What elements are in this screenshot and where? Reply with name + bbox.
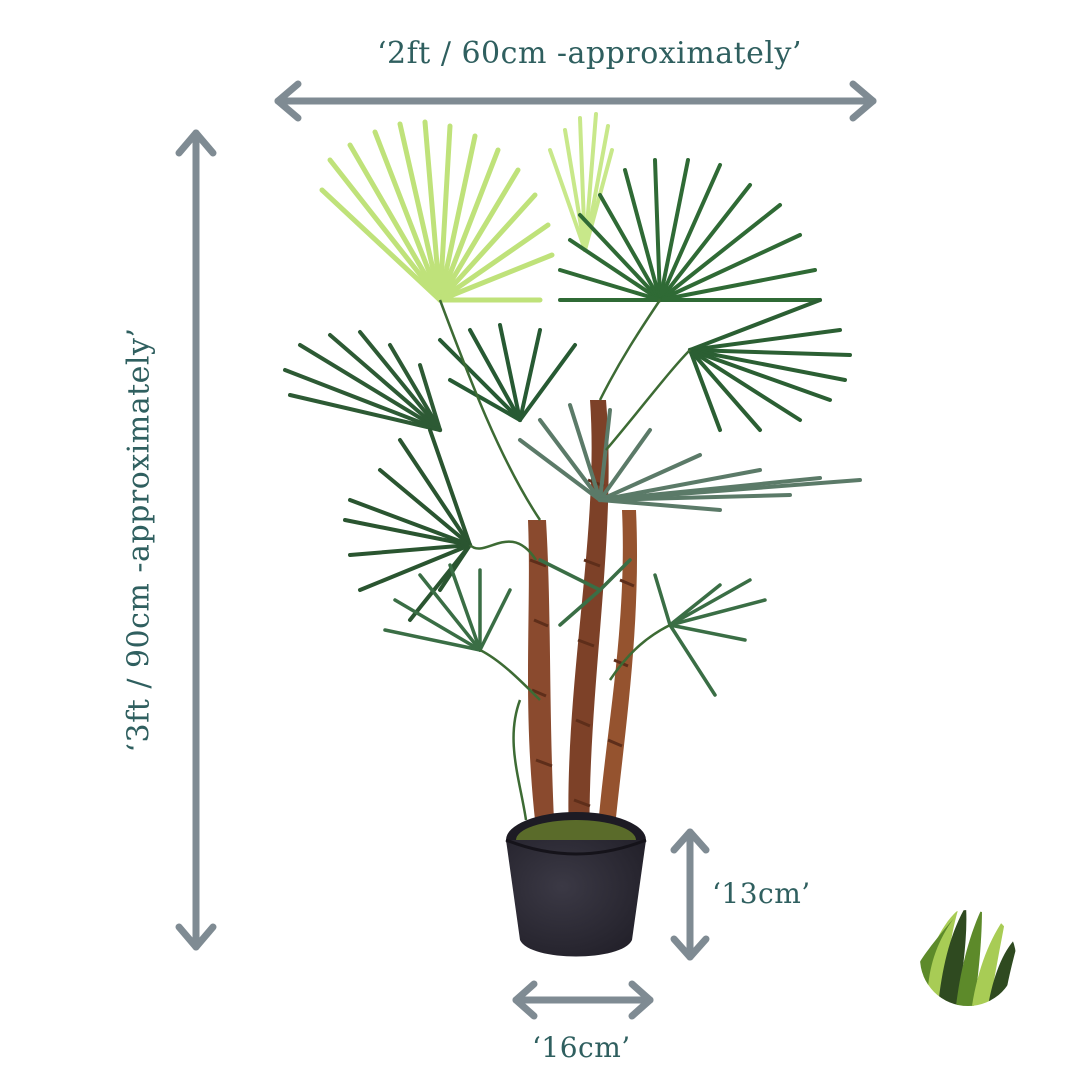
- plant-pot: [505, 812, 647, 957]
- dark-green-fan-leaf-left: [283, 330, 442, 432]
- dark-green-fan-leaf-upper: [558, 158, 822, 302]
- green-fan-leaf-lower: [383, 558, 767, 697]
- width-dimension-label: ‘2ft / 60cm -approximately’: [377, 36, 802, 71]
- palm-trunks: [528, 400, 638, 860]
- pot-height-dimension-arrow: [670, 828, 710, 961]
- pot-width-dimension-arrow: [512, 980, 654, 1020]
- palm-plant-image: [283, 112, 862, 957]
- width-dimension-arrow: [274, 80, 877, 122]
- grey-green-fan-leaf-center: [518, 403, 862, 512]
- height-dimension-label: ‘3ft / 90cm -approximately’: [121, 327, 157, 753]
- dark-green-fan-leaf-lower-left: [343, 428, 472, 622]
- pot-height-dimension-label: ‘13cm’: [712, 877, 811, 910]
- dark-green-fan-leaf-right: [688, 298, 852, 432]
- light-green-fan-leaf: [319, 119, 555, 303]
- leaf-stems: [438, 299, 691, 821]
- pot-width-dimension-label: ‘16cm’: [532, 1031, 631, 1064]
- grass-leaf-logo-icon: [920, 910, 1016, 1006]
- light-green-top-leaf: [548, 112, 614, 252]
- dark-green-fan-leaf-center: [438, 323, 577, 422]
- height-dimension-arrow: [175, 129, 217, 951]
